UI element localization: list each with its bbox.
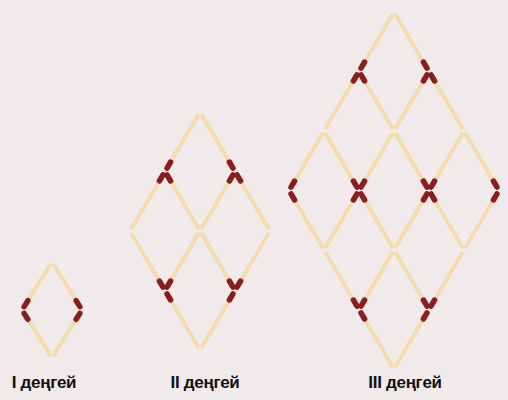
match-head <box>167 281 171 287</box>
match-stick <box>396 134 427 187</box>
match-head <box>159 281 163 287</box>
match-stick <box>396 313 427 366</box>
match-stick <box>237 234 268 287</box>
match-stick <box>431 194 462 247</box>
match-stick <box>326 75 357 128</box>
match-head <box>167 175 171 181</box>
match-head <box>423 75 427 81</box>
match-stick <box>431 75 462 128</box>
match-stick <box>326 134 357 187</box>
match-head <box>229 162 233 168</box>
match-stick <box>24 313 50 354</box>
match-head <box>423 181 427 187</box>
match-head <box>229 294 233 300</box>
match-stick <box>396 253 427 306</box>
match-head <box>237 175 241 181</box>
match-head <box>229 281 233 287</box>
match-head <box>361 300 365 306</box>
match-stick <box>132 234 163 287</box>
match-stick <box>361 313 392 366</box>
match-stick <box>167 294 198 347</box>
match-stick <box>167 115 198 168</box>
match-head <box>361 313 365 319</box>
level-label: I деңгей <box>12 373 77 393</box>
match-stick <box>396 194 427 247</box>
match-head <box>353 300 357 306</box>
match-head <box>423 194 427 200</box>
match-head <box>353 181 357 187</box>
match-stick <box>167 175 198 228</box>
match-head <box>167 162 171 168</box>
match-head <box>353 194 357 200</box>
match-stick <box>431 253 462 306</box>
match-head <box>361 75 365 81</box>
level-label: II деңгей <box>171 373 240 393</box>
match-head <box>229 175 233 181</box>
match-head <box>159 175 163 181</box>
match-head <box>431 181 435 187</box>
match-stick <box>326 253 357 306</box>
match-stick <box>396 75 427 128</box>
match-head <box>237 281 241 287</box>
match-stick <box>202 234 233 287</box>
match-head <box>24 301 28 307</box>
match-head <box>431 300 435 306</box>
match-head <box>24 313 28 319</box>
match-stick <box>24 265 50 306</box>
match-head <box>76 301 80 307</box>
match-head <box>431 75 435 81</box>
match-stick <box>54 265 80 306</box>
match-head <box>361 62 365 68</box>
match-stick <box>202 115 233 168</box>
match-stick <box>167 234 198 287</box>
match-stick <box>361 194 392 247</box>
match-head <box>431 194 435 200</box>
match-stick <box>466 134 497 187</box>
match-head <box>423 300 427 306</box>
match-stick <box>361 134 392 187</box>
match-stick <box>326 194 357 247</box>
match-stick <box>202 294 233 347</box>
match-stick <box>361 253 392 306</box>
match-head <box>291 194 295 200</box>
match-head <box>353 75 357 81</box>
level-label: III деңгей <box>368 373 441 393</box>
match-stick <box>202 175 233 228</box>
match-stick <box>54 313 80 354</box>
match-head <box>167 294 171 300</box>
match-stick <box>361 15 392 68</box>
match-head <box>493 194 497 200</box>
match-stick <box>291 194 322 247</box>
match-stick <box>237 175 268 228</box>
match-stick <box>431 134 462 187</box>
match-stick <box>466 194 497 247</box>
match-head <box>361 194 365 200</box>
match-stick <box>396 15 427 68</box>
match-stick <box>361 75 392 128</box>
match-head <box>76 313 80 319</box>
match-head <box>423 313 427 319</box>
match-stick <box>291 134 322 187</box>
match-stick <box>132 175 163 228</box>
match-head <box>493 181 497 187</box>
match-head <box>361 181 365 187</box>
match-head <box>423 62 427 68</box>
match-head <box>291 181 295 187</box>
